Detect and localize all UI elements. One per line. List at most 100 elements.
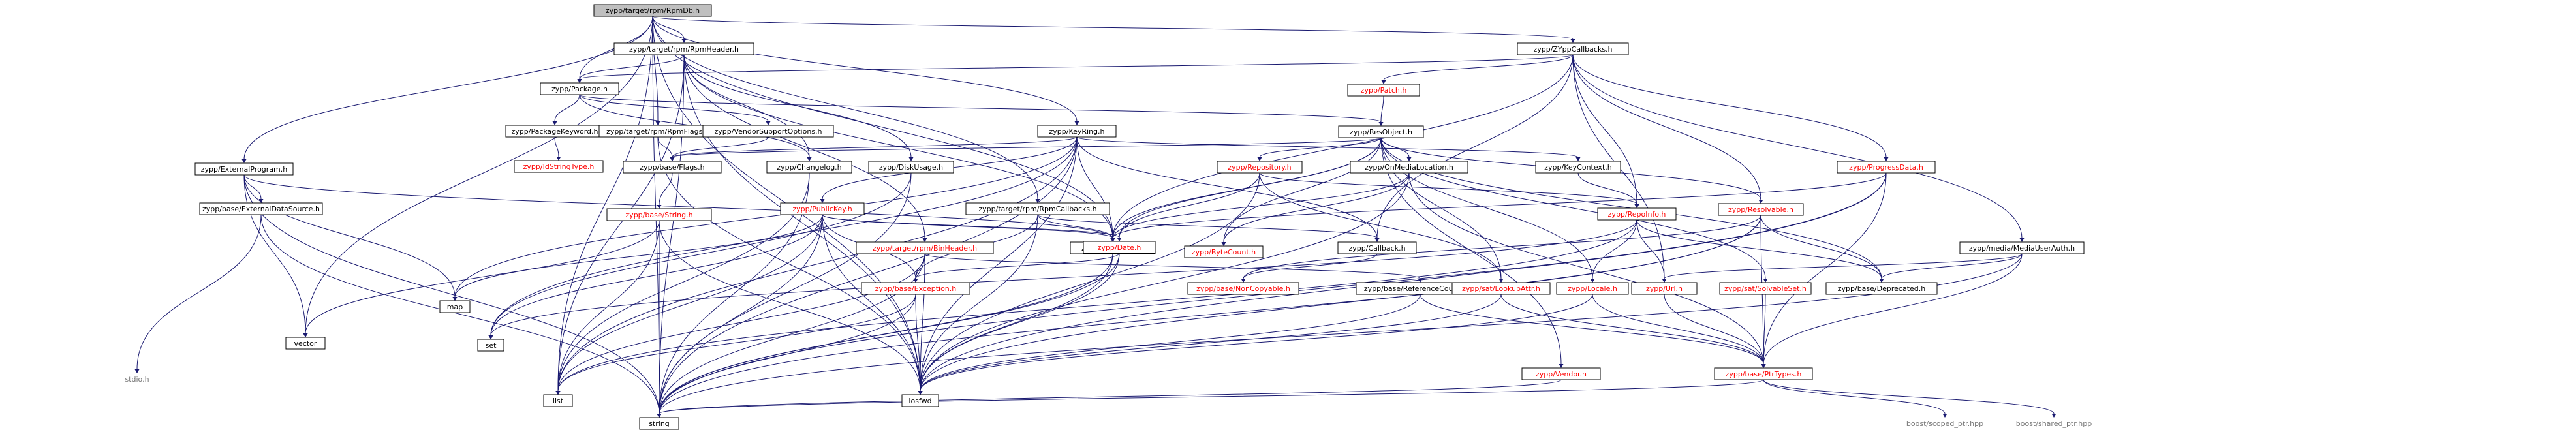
edge-rpmheader-to-string: [659, 54, 685, 414]
edge-repoinfo-to-list: [557, 219, 1637, 392]
node-extdatasource[interactable]: zypp/base/ExternalDataSource.h: [199, 202, 323, 215]
node-repoinfo[interactable]: zypp/RepoInfo.h: [1597, 207, 1677, 221]
node-exception[interactable]: zypp/base/Exception.h: [861, 282, 970, 295]
node-iosfwd-label: iosfwd: [908, 397, 931, 405]
edge-progressdata-to-ptrtypes: [1763, 172, 1887, 365]
edge-zyppcallbacks-to-progressdata: [1572, 54, 1887, 158]
node-keyring[interactable]: zypp/KeyRing.h: [1037, 125, 1117, 138]
edge-zyppcallbacks-to-pathname: [1112, 54, 1574, 239]
node-iosfwd[interactable]: iosfwd: [901, 394, 939, 407]
node-rpmcallbacks[interactable]: zypp/target/rpm/RpmCallbacks.h: [965, 202, 1110, 215]
node-bytecount[interactable]: zypp/ByteCount.h: [1184, 245, 1264, 258]
arrowhead-repoinfo-to-set: [488, 335, 493, 339]
node-deprecated[interactable]: zypp/base/Deprecated.h: [1825, 282, 1938, 295]
edge-binheader-to-iosfwd: [920, 253, 925, 392]
node-rpmdb-label: zypp/target/rpm/RpmDb.h: [606, 7, 700, 15]
arrowhead-mediauserauth-to-url: [1662, 279, 1667, 283]
arrowhead-mediauserauth-to-string: [657, 414, 662, 418]
node-ptrtypes[interactable]: zypp/base/PtrTypes.h: [1714, 367, 1813, 380]
node-resobject[interactable]: zypp/ResObject.h: [1338, 125, 1424, 138]
node-patch-label: zypp/Patch.h: [1361, 86, 1407, 95]
node-map[interactable]: map: [439, 300, 471, 313]
edge-mediauserauth-to-ptrtypes: [1763, 253, 2023, 365]
node-patch[interactable]: zypp/Patch.h: [1347, 84, 1420, 97]
node-keycontext[interactable]: zypp/KeyContext.h: [1535, 161, 1621, 174]
node-mediauserauth[interactable]: zypp/media/MediaUserAuth.h: [1959, 241, 2085, 254]
node-lookupattr[interactable]: zypp/sat/LookupAttr.h: [1451, 282, 1551, 295]
arrowhead-resobject-to-ondisk: [1406, 157, 1412, 161]
edge-resolvable-to-string: [659, 215, 1761, 414]
node-diskusage[interactable]: zypp/DiskUsage.h: [868, 161, 954, 174]
node-pkgkeyword[interactable]: zypp/PackageKeyword.h: [505, 125, 604, 138]
node-set[interactable]: set: [477, 339, 504, 352]
node-bytecount-box: [1184, 245, 1264, 258]
edge-ondisk-to-pathname: [1112, 172, 1410, 239]
node-flags[interactable]: zypp/base/Flags.h: [623, 161, 722, 174]
edge-resolvable-to-deprecated: [1760, 215, 1882, 279]
node-list-label: list: [553, 397, 564, 405]
arrowhead-resobject-to-resolvable: [1758, 200, 1763, 204]
edge-locale-to-ptrtypes: [1592, 294, 1764, 365]
edge-repository-to-lookupattr: [1259, 172, 1502, 279]
node-binheader-box: [856, 241, 994, 254]
node-noncopyable-box: [1187, 282, 1299, 295]
node-externalprogram[interactable]: zypp/ExternalProgram.h: [194, 162, 294, 176]
node-vector[interactable]: vector: [285, 337, 326, 350]
arrowhead-progressdata-to-pathname: [1110, 238, 1115, 242]
node-string[interactable]: string: [639, 417, 679, 430]
node-keycontext-box: [1535, 161, 1621, 174]
node-solvableset[interactable]: zypp/sat/SolvableSet.h: [1719, 282, 1812, 295]
node-date[interactable]: zypp/Date.h: [1083, 241, 1156, 254]
node-idstringtype[interactable]: zypp/IdStringType.h: [514, 160, 604, 173]
node-package[interactable]: zypp/Package.h: [540, 82, 619, 95]
edge-keyring-to-flags: [672, 136, 1078, 158]
node-callback[interactable]: zypp/Callback.h: [1337, 241, 1417, 254]
edge-rpmflags-to-flags: [657, 136, 673, 158]
arrowhead-binheader-to-refcounted: [1418, 279, 1423, 283]
node-mediauserauth-box: [1959, 241, 2085, 254]
node-vendoropts-label: zypp/VendorSupportOptions.h: [715, 127, 822, 136]
node-progressdata[interactable]: zypp/ProgressData.h: [1837, 161, 1936, 174]
arrowhead-publickey-to-map: [452, 297, 458, 301]
node-string-h[interactable]: zypp/base/String.h: [606, 208, 712, 221]
edge-ondisk-to-bytecount: [1223, 172, 1410, 243]
edge-package-to-pkgkeyword: [554, 94, 580, 122]
node-changelog-label: zypp/Changelog.h: [777, 163, 841, 172]
edge-keyring-to-iosfwd: [920, 136, 1078, 392]
node-url[interactable]: zypp/Url.h: [1631, 282, 1698, 295]
arrowhead-progressdata-to-iosfwd: [918, 391, 923, 395]
edge-diskusage-to-set: [490, 172, 912, 336]
node-binheader[interactable]: zypp/target/rpm/BinHeader.h: [856, 241, 994, 254]
arrowhead-extdatasource-to-stdio: [134, 369, 140, 373]
edge-date-to-iosfwd: [920, 253, 1120, 392]
edge-repository-to-date: [1119, 172, 1260, 238]
node-vector-label: vector: [294, 339, 317, 348]
node-publickey[interactable]: zypp/PublicKey.h: [780, 202, 865, 215]
node-noncopyable[interactable]: zypp/base/NonCopyable.h: [1187, 282, 1299, 295]
arrowhead-zyppcallbacks-to-callback: [1374, 238, 1380, 242]
node-rpmheader[interactable]: zypp/target/rpm/RpmHeader.h: [613, 42, 754, 55]
arrowhead-ondisk-to-bytecount: [1221, 242, 1226, 246]
node-string-box: [639, 417, 679, 430]
node-vendor[interactable]: zypp/Vendor.h: [1521, 367, 1601, 380]
node-idstringtype-box: [514, 160, 604, 173]
edge-ondisk-to-iosfwd: [920, 172, 1410, 392]
node-rpmheader-box: [613, 42, 754, 55]
node-locale[interactable]: zypp/Locale.h: [1556, 282, 1629, 295]
node-ptrtypes-box: [1714, 367, 1813, 380]
node-zyppcallbacks[interactable]: zypp/ZYppCallbacks.h: [1517, 42, 1629, 55]
arrowhead-rpmdb-to-zyppcallbacks: [1570, 39, 1575, 43]
edge-resobject-to-repository: [1259, 137, 1382, 158]
node-repoinfo-box: [1597, 207, 1677, 221]
node-vendoropts[interactable]: zypp/VendorSupportOptions.h: [702, 125, 834, 138]
node-flags-label: zypp/base/Flags.h: [640, 163, 704, 172]
node-repository[interactable]: zypp/Repository.h: [1217, 161, 1303, 174]
node-list[interactable]: list: [543, 394, 573, 407]
node-changelog[interactable]: zypp/Changelog.h: [766, 161, 852, 174]
node-ondisk[interactable]: zypp/OnMediaLocation.h: [1350, 161, 1468, 174]
edge-patch-to-resobject: [1380, 95, 1384, 123]
edge-zyppcallbacks-to-resolvable: [1572, 54, 1761, 200]
node-lookupattr-label: zypp/sat/LookupAttr.h: [1462, 284, 1540, 293]
node-resolvable[interactable]: zypp/Resolvable.h: [1718, 203, 1804, 216]
node-rpmflags[interactable]: zypp/target/rpm/RpmFlags.h: [598, 125, 717, 138]
